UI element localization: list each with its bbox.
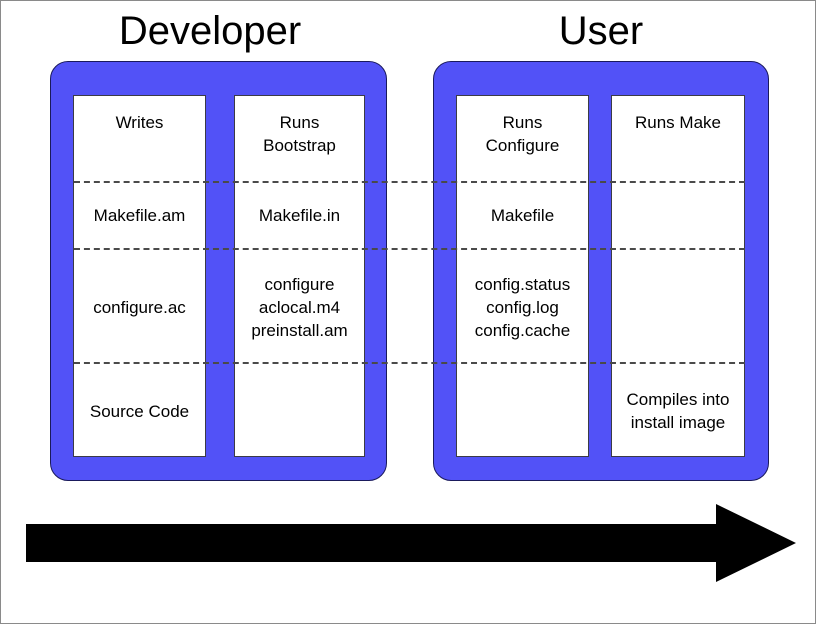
cell-configure-row1: Makefile — [490, 205, 555, 225]
flow-arrow-icon — [26, 504, 796, 582]
section-title-developer: Developer — [118, 9, 302, 53]
column-card-runs-configure[interactable]: Runs Configure Makefile config.status co… — [456, 95, 589, 457]
cell-bootstrap-row2: configure aclocal.m4 preinstall.am — [251, 274, 348, 340]
cell-writes-row1: Makefile.am — [93, 205, 186, 225]
column-card-runs-bootstrap[interactable]: Runs Bootstrap Makefile.in configure acl… — [234, 95, 365, 457]
cell-configure-row2: config.status config.log config.cache — [474, 274, 571, 340]
cell-configure-stage: Runs Configure — [485, 113, 560, 155]
stage-separator-1 — [74, 181, 745, 183]
cell-writes-stage: Writes — [115, 113, 164, 132]
cell-make-row2 — [612, 250, 744, 364]
cell-configure-row3 — [457, 364, 588, 458]
cell-make-row3: Compiles into install image — [626, 390, 730, 432]
cell-make-row1 — [612, 182, 744, 250]
column-card-writes[interactable]: Writes Makefile.am configure.ac Source C… — [73, 95, 206, 457]
cell-bootstrap-row3 — [235, 364, 364, 458]
stage-separator-2 — [74, 248, 745, 250]
column-card-runs-make[interactable]: Runs Make Compiles into install image — [611, 95, 745, 457]
cell-bootstrap-stage: Runs Bootstrap — [263, 113, 336, 155]
cell-make-stage: Runs Make — [635, 113, 721, 132]
section-title-user: User — [558, 9, 644, 53]
cell-bootstrap-row1: Makefile.in — [258, 205, 341, 225]
cell-writes-row2: configure.ac — [93, 297, 186, 317]
stage-separator-3 — [74, 362, 745, 364]
cell-writes-row3: Source Code — [89, 401, 190, 421]
